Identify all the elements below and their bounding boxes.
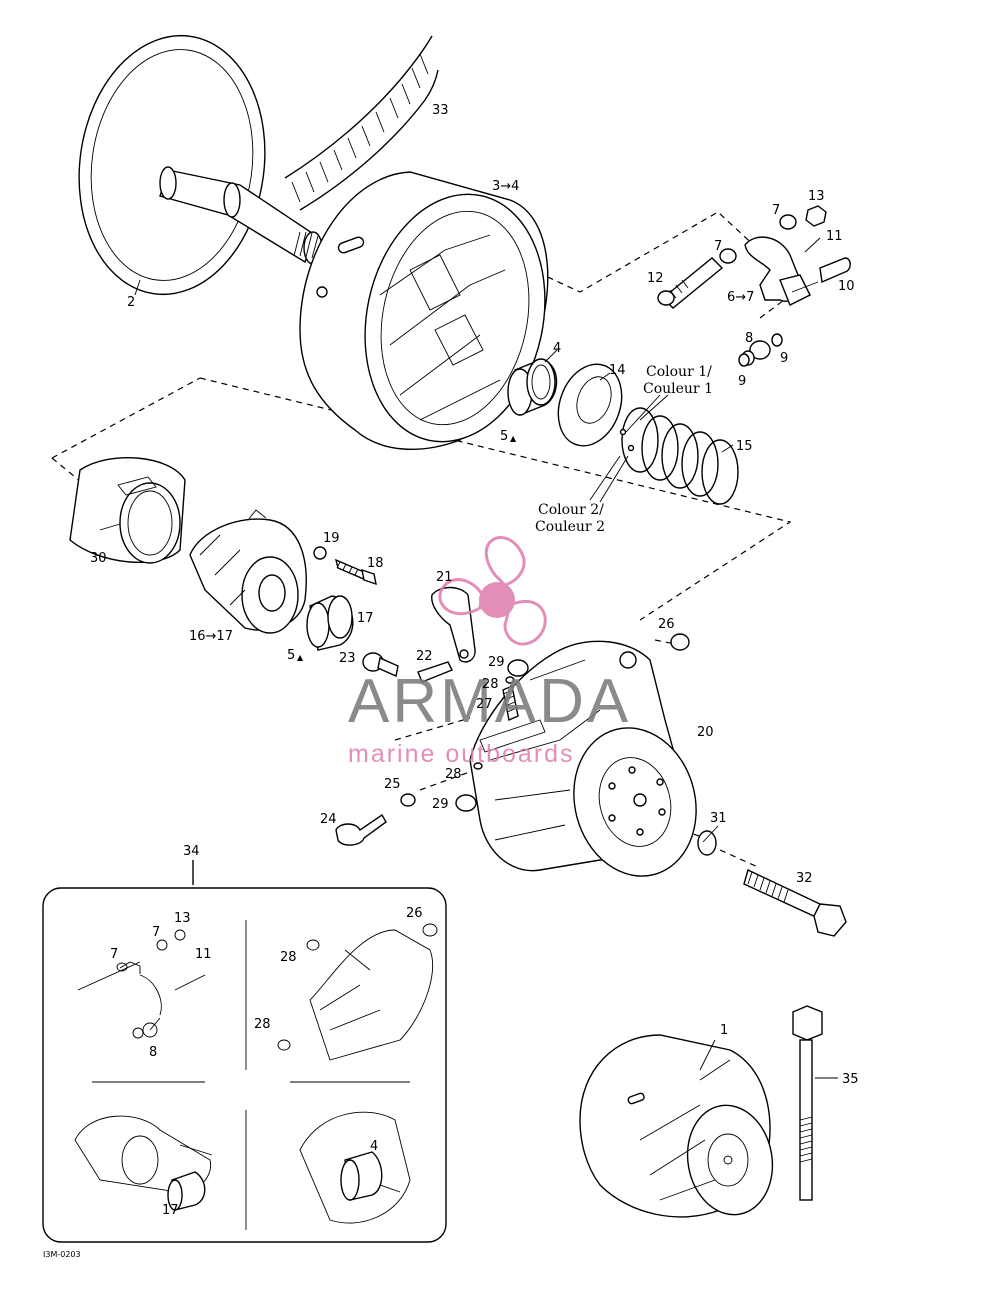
part-label: 33: [432, 103, 449, 118]
leader-lines: [134, 279, 734, 1071]
part-label: 9: [738, 374, 746, 389]
part-label: 9: [780, 351, 788, 366]
cam-arm-21: [431, 586, 476, 663]
spring-15: [589, 394, 739, 505]
part-label: 1: [720, 1023, 728, 1038]
colour-1-note-line2: Couleur 1: [643, 381, 713, 397]
part-label: 29: [432, 797, 449, 812]
drawing-code: I3M-0203: [43, 1250, 81, 1259]
drive-belt: [284, 35, 439, 211]
part-label: 15: [736, 439, 753, 454]
washer-14: [557, 363, 623, 447]
propeller-logo-icon: [438, 536, 547, 646]
movable-sheave: [299, 171, 549, 450]
part-label: 28: [280, 950, 297, 965]
part-label: 2: [127, 295, 135, 310]
part-label: 7: [714, 239, 722, 254]
part-label: 3→4: [492, 179, 519, 194]
part-label: 11: [195, 947, 212, 962]
part-label: 10: [838, 279, 855, 294]
part-label: 19: [323, 531, 340, 546]
bushing-4: [507, 358, 558, 416]
part-label: 4: [370, 1139, 378, 1154]
lever-assembly: [657, 205, 851, 367]
part-label: 6→7: [727, 290, 754, 305]
part-label: 32: [796, 871, 813, 886]
watermark-tagline: marine outboards: [348, 740, 575, 768]
part-label: 4: [553, 341, 561, 356]
part-label: 27: [476, 697, 493, 712]
part-label: 28: [445, 767, 462, 782]
bolt-32: [743, 869, 847, 937]
pin-22: [417, 661, 453, 683]
slider-cover-30: [69, 456, 186, 564]
part-label: 34: [183, 844, 200, 859]
part-label: 7: [152, 925, 160, 940]
part-number-labels: 33 3→4 2 13 7 7 11 12 6→7 10 8 9 9 4 14 …: [90, 103, 859, 1218]
part-label: 13: [174, 911, 191, 926]
armada-watermark: ARMADA marine outboards: [348, 536, 631, 768]
part-label: 26: [406, 906, 423, 921]
part-label: 17: [357, 611, 374, 626]
colour-2-note-line2: Couleur 2: [535, 519, 605, 535]
screw-23: [362, 652, 399, 677]
watermark-brand: ARMADA: [348, 667, 631, 736]
part-label: 25: [384, 777, 401, 792]
part-label: 28: [254, 1017, 271, 1032]
colour-2-note-line1: Colour 2/: [538, 502, 604, 518]
part-label: 35: [842, 1072, 859, 1087]
part-label-symbol: ▲: [510, 434, 517, 443]
colour-1-note-line1: Colour 1/: [646, 364, 712, 380]
part-label: 8: [745, 331, 753, 346]
part-label: 5: [287, 648, 295, 663]
part-label: 24: [320, 812, 337, 827]
part-label: 17: [162, 1203, 179, 1218]
part-label: 13: [808, 189, 825, 204]
part-label-symbol: ▲: [297, 653, 304, 662]
part-label: 12: [647, 271, 664, 286]
inset-detail-box: [42, 860, 447, 1243]
bolt-18-washer-19: [313, 546, 377, 586]
part-label: 18: [367, 556, 384, 571]
part-label: 22: [416, 649, 433, 664]
part-label: 14: [609, 363, 626, 378]
bushing-17: [306, 595, 354, 651]
roller-parts-24-29: [335, 633, 717, 856]
part-label: 5: [500, 429, 508, 444]
part-label: 31: [710, 811, 727, 826]
part-label: 8: [149, 1045, 157, 1060]
part-label: 20: [697, 725, 714, 740]
part-label: 21: [436, 570, 453, 585]
spider-16: [189, 509, 307, 634]
puller-bolt-35: [792, 1005, 838, 1201]
part-label: 7: [772, 203, 780, 218]
part-label: 23: [339, 651, 356, 666]
part-label: 26: [658, 617, 675, 632]
part-label: 11: [826, 229, 843, 244]
part-label: 30: [90, 551, 107, 566]
part-label: 29: [488, 655, 505, 670]
part-label: 16→17: [189, 629, 233, 644]
part-label: 7: [110, 947, 118, 962]
fixed-sheave: [78, 34, 323, 296]
part-label: 28: [482, 677, 499, 692]
drive-pulley-complete: [579, 1034, 774, 1218]
governor-cup-20: [469, 640, 697, 877]
